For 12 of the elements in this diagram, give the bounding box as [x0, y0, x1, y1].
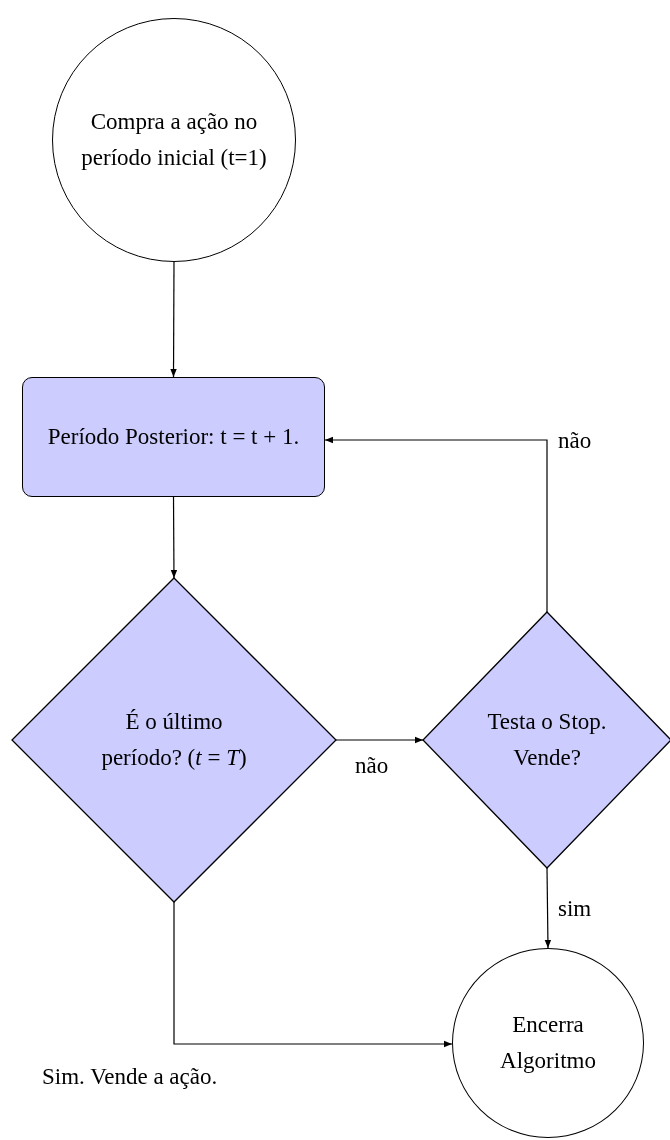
node-text: Encerra Algoritmo [499, 1011, 597, 1075]
arrow [335, 736, 424, 744]
arrow [173, 901, 453, 1048]
node-text: Testa o Stop. Vende? [486, 708, 608, 772]
arrow [170, 261, 177, 378]
arrow [324, 436, 548, 613]
node-text: É o último período? (t = T) [100, 708, 248, 772]
node-text: Período Posterior: t = t + 1. [46, 423, 301, 451]
arrow [170, 496, 178, 579]
node-text: Compra a ação no período inicial (t=1) [80, 108, 268, 172]
arrow [544, 867, 552, 949]
process-box [22, 377, 325, 497]
